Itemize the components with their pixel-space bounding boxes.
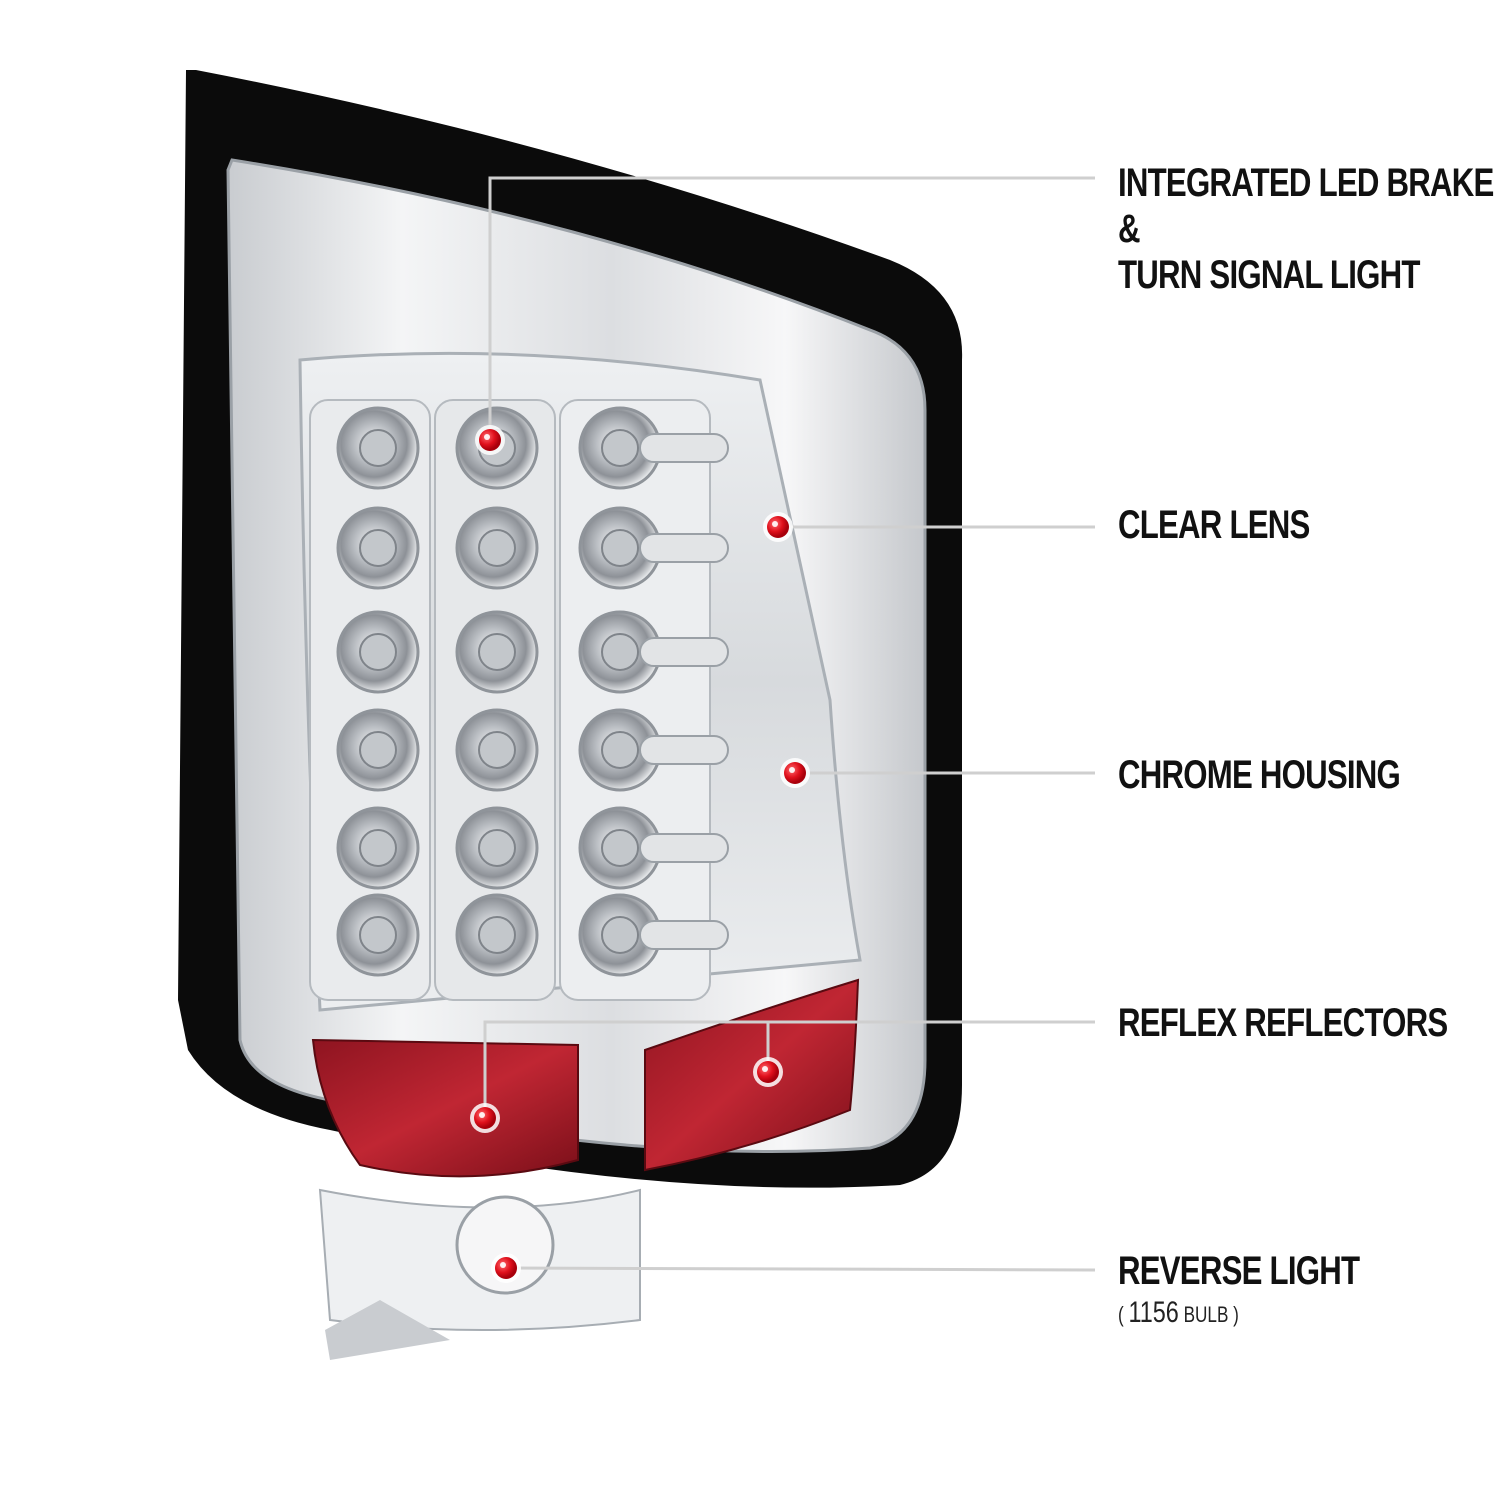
bulb-number: 1156 [1128,1296,1179,1329]
callout-dot [474,1107,496,1129]
led-stem [639,637,729,667]
callout-dot-highlight [772,521,778,527]
led-core [601,529,639,567]
callout-lines [483,176,1096,1272]
led-core [478,916,516,954]
led-core [359,829,397,867]
led-core [601,429,639,467]
led-stem [639,433,729,463]
callout-dot [757,1061,779,1083]
led-core [478,829,516,867]
led-core [601,829,639,867]
led-stem [639,833,729,863]
brake-turn-line-3: TURN SIGNAL LIGHT [1118,253,1420,297]
callout-clear-lens-label: CLEAR LENS [1118,503,1310,547]
callout-brake-turn-label: INTEGRATED LED BRAKE & TURN SIGNAL LIGHT [1118,160,1494,298]
led-core [478,633,516,671]
callout-dot [479,429,501,451]
led-core [478,731,516,769]
led-stem [639,735,729,765]
callout-dot-highlight [762,1066,768,1072]
led-core [359,916,397,954]
callout-dots [470,425,810,1283]
led-stem [639,533,729,563]
callout-line [483,1020,1095,1118]
callout-dot [495,1257,517,1279]
left-reflex-reflector [311,1038,579,1178]
callout-reflex-reflectors-label: REFLEX REFLECTORS [1118,1001,1448,1045]
bulb-open-paren: ( [1118,1302,1129,1327]
bulb-word: BULB ) [1178,1302,1239,1327]
callout-dot [784,762,806,784]
brake-turn-line-1: INTEGRATED LED BRAKE [1118,161,1494,205]
led-stem [639,920,729,950]
callout-dot-highlight [484,434,490,440]
reverse-light-title: REVERSE LIGHT [1118,1249,1360,1293]
brake-turn-line-2: & [1118,207,1141,251]
reverse-light-bulb-note: ( 1156 BULB ) [1118,1296,1359,1332]
led-core [359,633,397,671]
right-reflex-reflector [644,978,860,1172]
led-core [359,529,397,567]
callout-dot [767,516,789,538]
callout-line [505,1266,1096,1272]
led-core [601,731,639,769]
callout-reverse-light-label: REVERSE LIGHT ( 1156 BULB ) [1118,1248,1360,1332]
callout-dot-highlight [479,1112,485,1118]
led-core [601,633,639,671]
led-grid [336,406,729,977]
led-core [478,529,516,567]
led-core [359,429,397,467]
callout-line [488,176,1095,440]
callout-dot-highlight [789,767,795,773]
reverse-reflector-cone [325,1300,450,1360]
led-core [359,731,397,769]
callout-dot-highlight [500,1262,506,1268]
led-core [601,916,639,954]
callout-chrome-housing-label: CHROME HOUSING [1118,753,1401,797]
